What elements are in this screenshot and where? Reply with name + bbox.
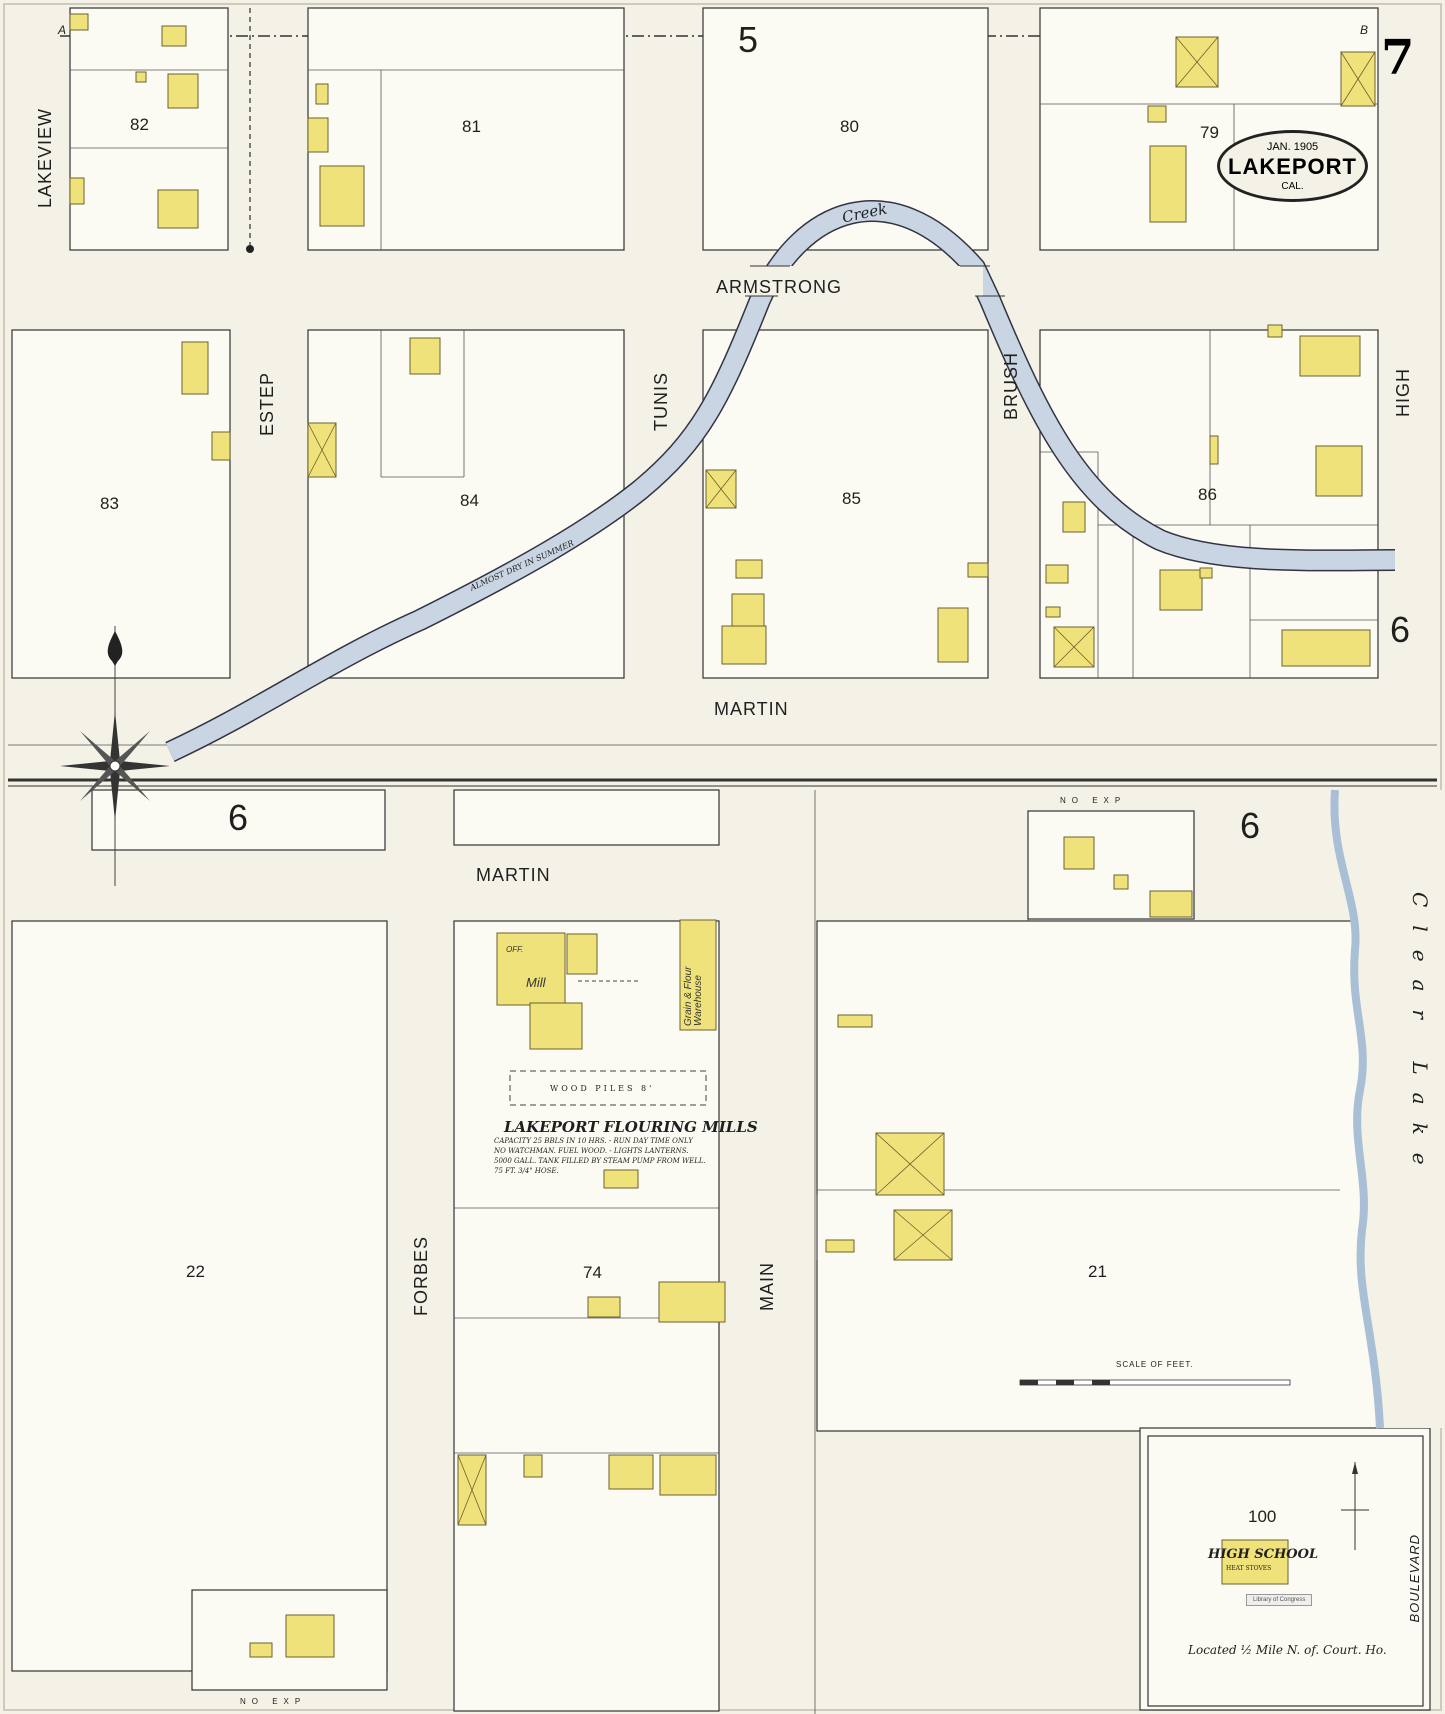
street-main: MAIN — [757, 1262, 777, 1311]
street-lakeview: LAKEVIEW — [35, 108, 55, 209]
street-brush: BRUSH — [1001, 352, 1021, 421]
sheet-ref-6-left: 6 — [228, 797, 249, 838]
lake-label: Clear Lake — [1408, 892, 1432, 1183]
street-high: HIGH — [1393, 368, 1413, 417]
street-armstrong: ARMSTRONG — [716, 277, 842, 297]
block-number-21: 21 — [1088, 1262, 1107, 1281]
mill-note-1: CAPACITY 25 BBLS IN 10 HRS. - RUN DAY TI… — [494, 1137, 693, 1145]
mill-title: LAKEPORT FLOURING MILLS — [504, 1118, 758, 1136]
north-arrow-icon — [1341, 1462, 1369, 1550]
block-number-84: 84 — [460, 491, 479, 510]
sheet-number: 7 — [1381, 30, 1415, 86]
mill-label: Mill — [526, 975, 546, 990]
lake-shore — [1330, 789, 1384, 1429]
compass-rose-icon — [60, 626, 170, 886]
block-number-74: 74 — [583, 1263, 602, 1282]
street-martin-lower: MARTIN — [476, 865, 551, 885]
high-school-label: HIGH SCHOOL — [1208, 1547, 1319, 1562]
block-number-86: 86 — [1198, 485, 1217, 504]
wood-piles-label: WOOD PILES 8' — [550, 1084, 655, 1093]
no-exp-label-1: NO EXP — [1060, 796, 1127, 805]
block-number-80: 80 — [840, 117, 859, 136]
heat-stoves-label: HEAT STOVES — [1226, 1565, 1272, 1572]
block-84 — [307, 329, 625, 679]
block-number-85: 85 — [842, 489, 861, 508]
sheet-date: JAN. 1905 — [1266, 141, 1319, 153]
street-estep: ESTEP — [257, 372, 277, 437]
block-number-83: 83 — [100, 494, 119, 513]
library-stamp: Library of Congress — [1246, 1594, 1313, 1606]
sheet-ref-6-right: 6 — [1240, 805, 1261, 846]
city-name: LAKEPORT — [1228, 154, 1357, 179]
block-number-100: 100 — [1248, 1507, 1277, 1526]
block-86 — [1039, 329, 1379, 679]
warehouse-label: Grain & Flour Warehouse — [683, 966, 704, 1026]
state-name: CAL. — [1281, 181, 1304, 192]
street-boulevard: BOULEVARD — [1407, 1534, 1422, 1623]
mill-office-label: OFF. — [506, 945, 524, 954]
no-exp-label-2: NO EXP — [240, 1697, 307, 1706]
scale-label: SCALE OF FEET. — [1116, 1360, 1194, 1369]
street-tunis: TUNIS — [651, 372, 671, 431]
mill-note-3: 5000 GALL. TANK FILLED BY STEAM PUMP FRO… — [494, 1157, 706, 1165]
block-number-81: 81 — [462, 117, 481, 136]
mill-note-4: 75 FT. 3/4" HOSE. — [494, 1167, 559, 1175]
block-82 — [69, 7, 229, 251]
school-location-note: Located ½ Mile N. of. Court. Ho. — [1188, 1643, 1387, 1657]
corner-b: B — [1360, 23, 1369, 37]
block-number-22: 22 — [186, 1262, 205, 1281]
mill-note-2: NO WATCHMAN. FUEL WOOD. - LIGHTS LANTERN… — [494, 1147, 689, 1155]
street-forbes: FORBES — [411, 1236, 431, 1317]
street-martin-upper: MARTIN — [714, 699, 789, 719]
sheet-ref-6-east: 6 — [1390, 609, 1411, 650]
scale-bar — [1019, 1379, 1291, 1386]
title-cartouche: JAN. 1905 LAKEPORT CAL. — [1217, 130, 1368, 202]
block-number-82: 82 — [130, 115, 149, 134]
block-number-79: 79 — [1200, 123, 1219, 142]
corner-a: A — [58, 23, 67, 37]
block-22 — [11, 920, 388, 1672]
sheet-ref-5: 5 — [738, 19, 759, 60]
